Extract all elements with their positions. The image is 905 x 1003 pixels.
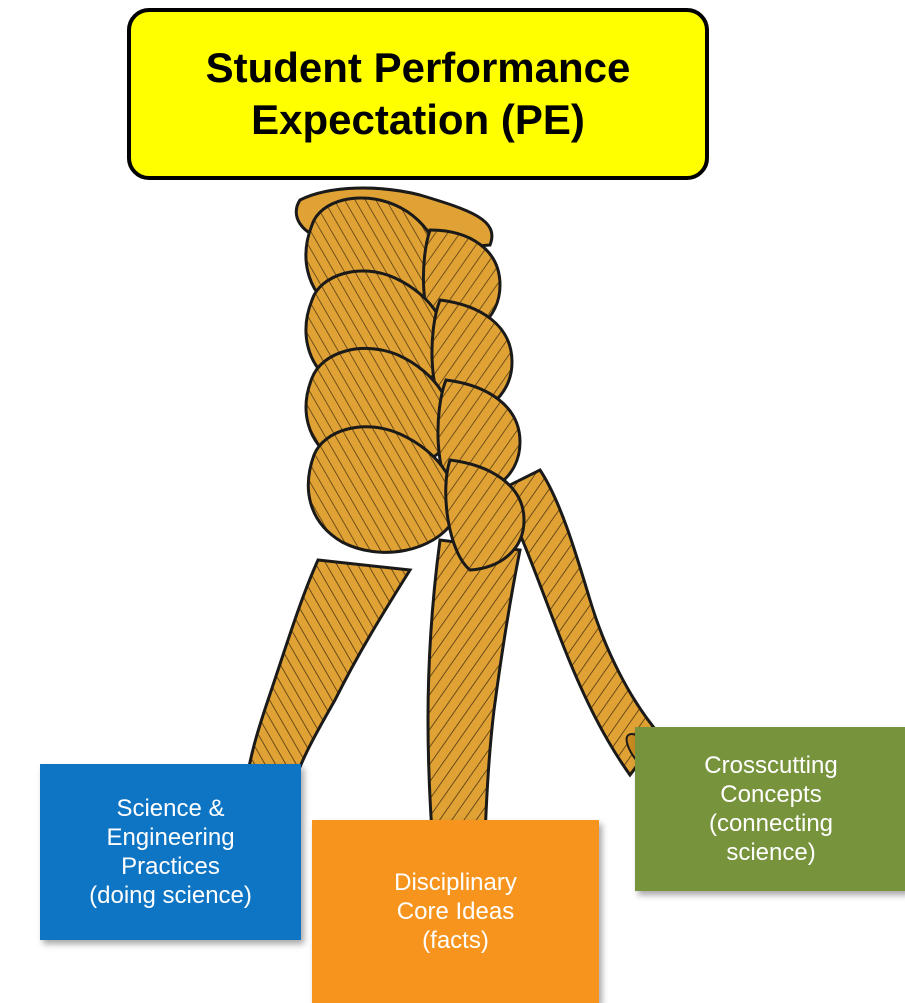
crosscutting-line-3: (connecting — [708, 810, 834, 837]
practices-line-3: Practices — [121, 853, 220, 880]
crosscutting-label: Crosscutting Concepts (connecting scienc… — [671, 751, 871, 867]
core-ideas-box: Disciplinary Core Ideas (facts) — [312, 820, 599, 1003]
rope-twisted-section — [294, 186, 526, 572]
core-ideas-line-1: Disciplinary — [394, 869, 517, 896]
core-ideas-label: Disciplinary Core Ideas (facts) — [361, 868, 551, 955]
practices-label: Science & Engineering Practices (doing s… — [61, 794, 281, 910]
crosscutting-concepts-box: Crosscutting Concepts (connecting scienc… — [635, 727, 905, 891]
rope-strand-practices — [243, 558, 413, 797]
practices-line-2: Engineering — [106, 824, 235, 851]
title-text: Student Performance Expectation (PE) — [158, 42, 678, 146]
practices-line-4: (doing science) — [89, 882, 252, 909]
performance-expectation-title-box: Student Performance Expectation (PE) — [127, 8, 709, 180]
core-ideas-line-3: (facts) — [422, 927, 489, 954]
practices-box: Science & Engineering Practices (doing s… — [40, 764, 301, 940]
crosscutting-line-1: Crosscutting — [704, 752, 838, 779]
practices-line-1: Science & — [116, 795, 225, 822]
crosscutting-line-4: science) — [726, 839, 816, 866]
title-line-2: Expectation (PE) — [251, 96, 585, 143]
title-line-1: Student Performance — [205, 44, 631, 91]
rope-strand-core-ideas — [426, 538, 522, 867]
core-ideas-line-2: Core Ideas — [396, 898, 515, 925]
crosscutting-line-2: Concepts — [720, 781, 822, 808]
